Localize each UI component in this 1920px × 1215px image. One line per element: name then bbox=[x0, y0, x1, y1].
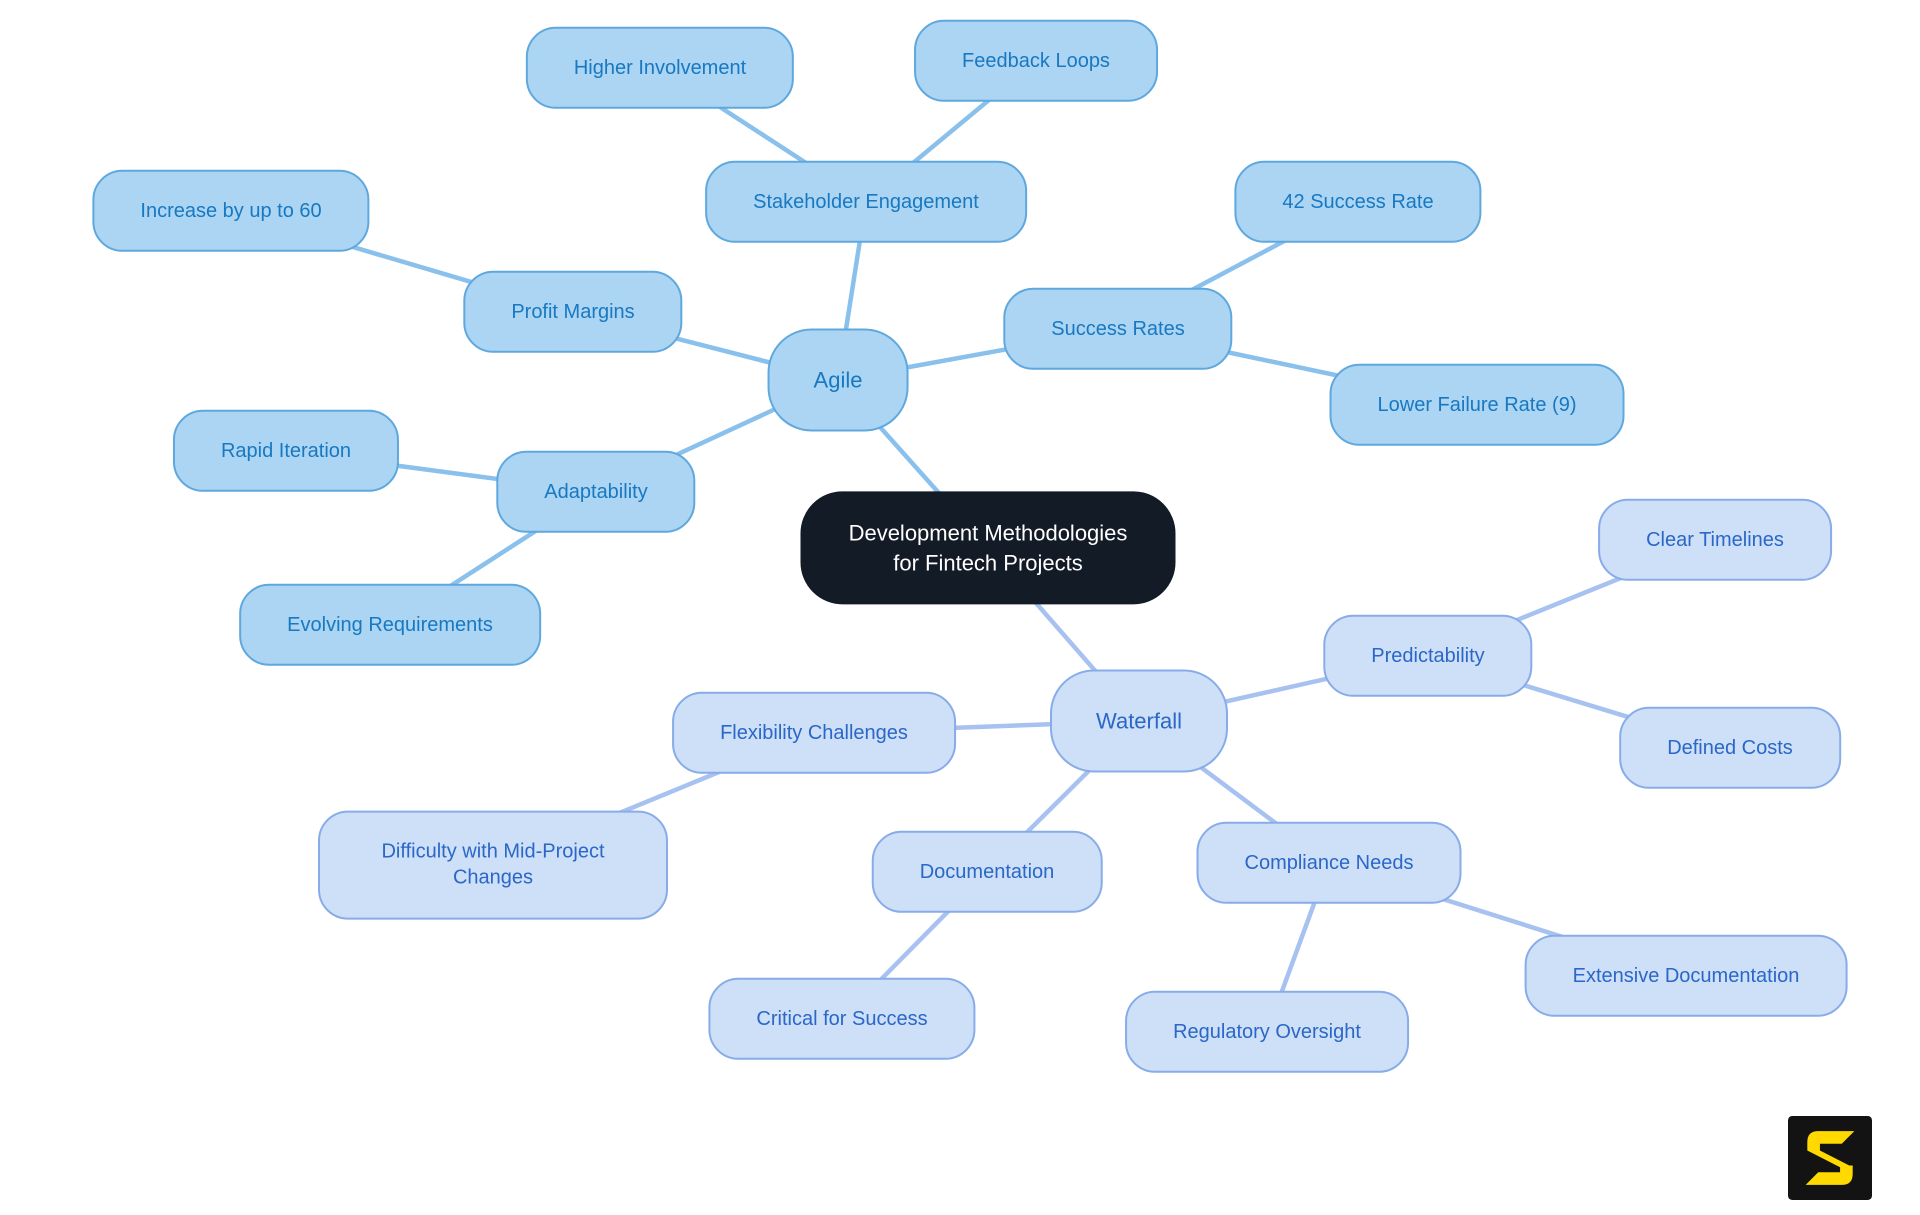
node-compliance-needs[interactable]: Compliance Needs bbox=[1196, 821, 1462, 905]
node-documentation[interactable]: Documentation bbox=[871, 830, 1103, 914]
node-rapid-iteration[interactable]: Rapid Iteration bbox=[172, 409, 400, 493]
brand-logo-s-icon bbox=[1788, 1116, 1872, 1200]
brand-logo bbox=[1788, 1116, 1872, 1200]
node-defined-costs[interactable]: Defined Costs bbox=[1619, 706, 1841, 790]
node-success-rate-42[interactable]: 42 Success Rate bbox=[1234, 160, 1482, 244]
node-critical-for-success[interactable]: Critical for Success bbox=[708, 977, 976, 1061]
node-predictability[interactable]: Predictability bbox=[1323, 614, 1533, 698]
node-evolving-requirements[interactable]: Evolving Requirements bbox=[239, 583, 541, 667]
node-profit-margins[interactable]: Profit Margins bbox=[463, 270, 683, 354]
node-waterfall[interactable]: Waterfall bbox=[1050, 669, 1228, 773]
node-increase-by-up-to-60[interactable]: Increase by up to 60 bbox=[92, 169, 370, 253]
node-higher-involvement[interactable]: Higher Involvement bbox=[525, 26, 795, 110]
node-success-rates[interactable]: Success Rates bbox=[1003, 287, 1233, 371]
node-flexibility-challenges[interactable]: Flexibility Challenges bbox=[672, 691, 956, 775]
node-feedback-loops[interactable]: Feedback Loops bbox=[914, 19, 1158, 103]
node-root[interactable]: Development Methodologies for Fintech Pr… bbox=[800, 491, 1176, 605]
node-clear-timelines[interactable]: Clear Timelines bbox=[1598, 498, 1832, 582]
node-stakeholder-engagement[interactable]: Stakeholder Engagement bbox=[705, 160, 1027, 244]
node-adaptability[interactable]: Adaptability bbox=[496, 450, 696, 534]
node-lower-failure-rate[interactable]: Lower Failure Rate (9) bbox=[1329, 363, 1625, 447]
node-extensive-documentation[interactable]: Extensive Documentation bbox=[1524, 934, 1848, 1018]
node-regulatory-oversight[interactable]: Regulatory Oversight bbox=[1125, 990, 1409, 1074]
node-difficulty-mid-project-changes[interactable]: Difficulty with Mid-Project Changes bbox=[318, 810, 668, 920]
node-agile[interactable]: Agile bbox=[767, 328, 909, 432]
